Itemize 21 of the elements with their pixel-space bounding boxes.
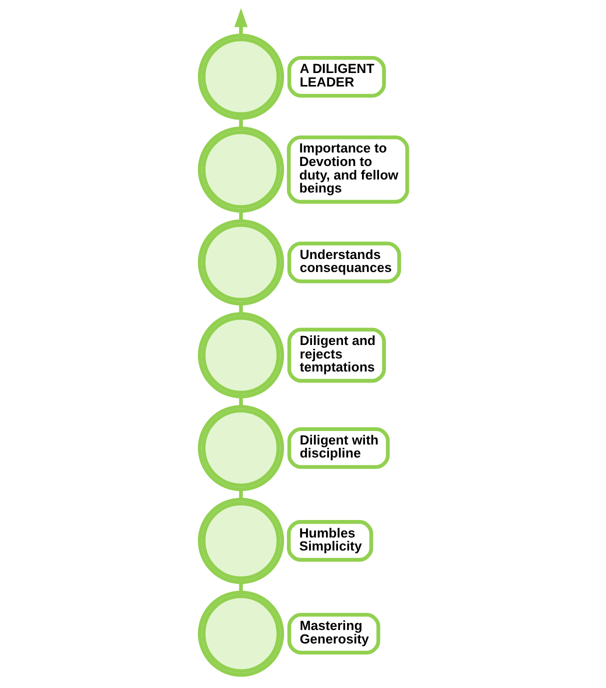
node-circle [197,34,284,120]
node-circle [197,498,284,584]
connector [238,118,242,128]
node-box: Mastering Generosity [286,612,380,655]
node-box: A DILIGENT LEADER [286,56,386,98]
node-circle [197,590,284,677]
node-box: Understands consequances [286,242,401,284]
node-box: Diligent with discipline [286,427,390,469]
node-circle [197,404,284,492]
node-box: Importance to Devotion to duty, and fellow beings [286,136,409,204]
connector [238,582,242,592]
connector [238,304,242,314]
node-circle [197,312,284,398]
node-circle [197,219,284,306]
connector [238,490,242,500]
node-box: Diligent and rejects temptations [286,328,386,383]
connector [238,211,242,222]
node-circle [197,126,284,213]
node-box: Humbles Simplicity [286,520,373,562]
arrow [234,8,248,36]
connector [238,396,242,407]
